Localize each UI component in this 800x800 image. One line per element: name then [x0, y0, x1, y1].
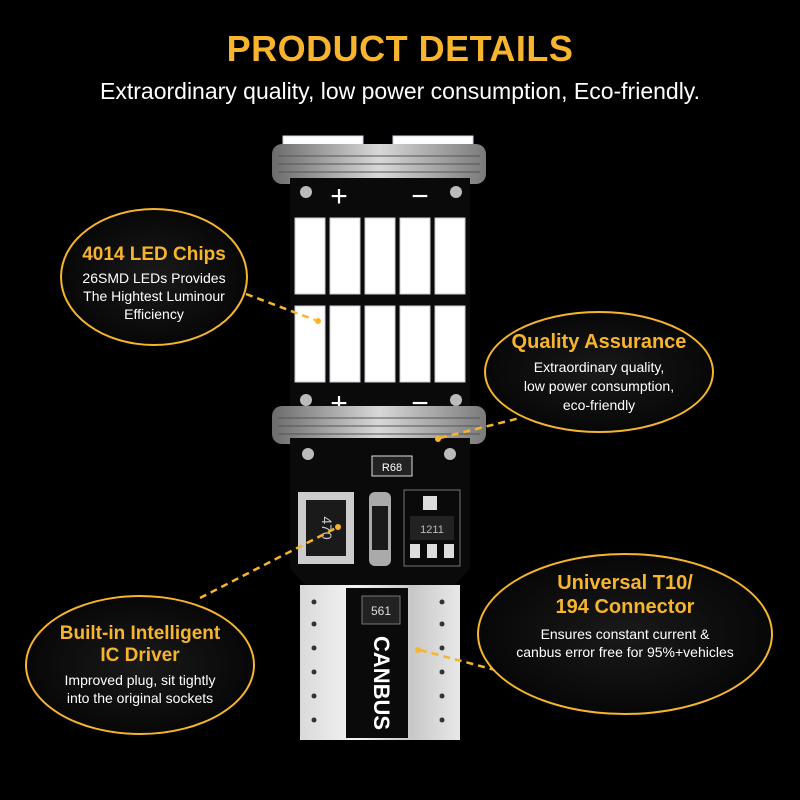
callout-heading: Built-in Intelligent IC Driver — [40, 623, 240, 667]
base-chip-label: 561 — [371, 604, 391, 618]
leader-dot — [315, 318, 321, 324]
callout-heading-line: Built-in Intelligent — [59, 623, 221, 644]
solder-pad — [300, 394, 312, 406]
solder-pad — [450, 394, 462, 406]
led-chip-array — [294, 217, 466, 383]
top-flange — [272, 144, 486, 184]
led-chip — [364, 305, 396, 383]
callout-heading: Universal T10/ 194 Connector — [515, 571, 735, 619]
callout-text: 26SMD LEDs Provides The Hightest Luminou… — [69, 269, 239, 323]
resistor — [371, 455, 413, 477]
leader-dot — [415, 647, 421, 653]
solder-pad — [300, 186, 312, 198]
callout-text: Ensures constant current & canbus error … — [495, 625, 755, 661]
led-chip — [399, 217, 431, 295]
callout-line: Extraordinary quality, — [533, 359, 665, 375]
leader-dot — [335, 524, 341, 530]
plus-marking: + — [330, 180, 348, 213]
led-chip — [294, 305, 326, 383]
base-chip — [361, 595, 401, 625]
callout-text: Improved plug, sit tightly into the orig… — [45, 671, 235, 707]
led-chip — [434, 305, 466, 383]
led-chip — [329, 305, 361, 383]
callout-line: 26SMD LEDs Provides — [82, 270, 226, 286]
callout-line: The Hightest Luminour — [83, 288, 225, 304]
callout-heading-line: Universal T10/ — [557, 572, 693, 594]
canbus-text: CANBUS — [369, 636, 394, 730]
callout-line: Efficiency — [124, 306, 184, 322]
led-chip — [399, 305, 431, 383]
callout-line: Improved plug, sit tightly — [64, 672, 216, 688]
page-subtitle: Extraordinary quality, low power consump… — [100, 78, 700, 104]
led-chip — [329, 217, 361, 295]
solder-pad — [302, 448, 314, 460]
callout-line: low power consumption, — [523, 378, 675, 394]
callout-ic-driver: Built-in Intelligent IC Driver Improved … — [25, 595, 255, 735]
callout-led-chips: 4014 LED Chips 26SMD LEDs Provides The H… — [60, 208, 248, 346]
led-chip — [364, 217, 396, 295]
solder-pad — [450, 186, 462, 198]
ic-chip-label: 1211 — [420, 524, 444, 536]
minus-marking: − — [411, 180, 429, 213]
callout-heading: 4014 LED Chips — [82, 244, 226, 265]
page-title: PRODUCT DETAILS — [226, 28, 574, 69]
led-chip — [294, 217, 326, 295]
callout-quality-assurance: Quality Assurance Extraordinary quality,… — [484, 311, 714, 433]
led-chip — [434, 217, 466, 295]
callout-heading-line: 194 Connector — [555, 596, 695, 618]
callout-connector: Universal T10/ 194 Connector Ensures con… — [477, 553, 773, 715]
middle-flange — [272, 406, 486, 444]
resistor-label: R68 — [382, 462, 402, 474]
base-contact-holes — [311, 599, 445, 723]
callout-line: eco-friendly — [562, 397, 636, 413]
leader-dot — [435, 436, 441, 442]
callout-line: Ensures constant current & — [540, 626, 710, 642]
callout-heading: Quality Assurance — [511, 331, 687, 353]
callout-text: Extraordinary quality, low power consump… — [504, 358, 694, 415]
callout-line: canbus error free for 95%+vehicles — [516, 644, 734, 660]
solder-pad — [444, 448, 456, 460]
callout-heading-line: IC Driver — [100, 645, 180, 666]
callout-line: into the original sockets — [66, 690, 214, 706]
